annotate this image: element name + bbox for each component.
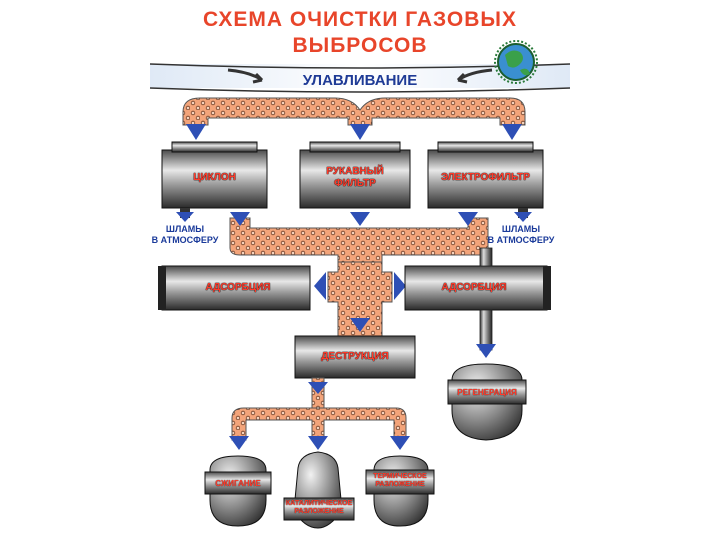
down-arrow-icon	[308, 382, 328, 394]
cyclone-label: ЦИКЛОН	[193, 172, 236, 183]
down-arrow-icon	[514, 212, 532, 222]
unit-electrofilter	[427, 141, 544, 209]
adsorption-left-label: АДСОРБЦИЯ	[205, 282, 271, 293]
bag-filter-label-line1: РУКАВНЫЙ	[326, 166, 384, 177]
capture-arrow-right-icon	[456, 68, 493, 84]
title-line-1: СХЕМА ОЧИСТКИ ГАЗОВЫХ	[203, 8, 517, 31]
unit-destruction	[294, 335, 416, 379]
catalytic-label: КАТАЛИТИЧЕСКОЕ РАЗЛОЖЕНИЕ	[284, 500, 354, 516]
down-arrow-icon	[350, 212, 370, 226]
unit-burning	[204, 455, 272, 527]
down-arrow-icon	[350, 318, 370, 332]
down-arrow-icon	[229, 436, 249, 450]
down-arrow-icon	[502, 124, 522, 140]
title-line-2: ВЫБРОСОВ	[292, 34, 428, 57]
middle-pipe	[229, 217, 489, 269]
destruction-label: ДЕСТРУКЦИЯ	[321, 351, 389, 362]
sludge-left-label: ШЛАМЫ В АТМОСФЕРУ	[140, 224, 230, 246]
left-arrow-icon	[314, 272, 326, 300]
globe-logo-icon	[494, 40, 538, 84]
unit-bag-filter	[299, 141, 411, 209]
unit-regeneration	[447, 363, 527, 441]
regeneration-label: РЕГЕНЕРАЦИЯ	[457, 388, 517, 397]
down-arrow-icon	[186, 124, 206, 140]
catalytic-label-line2: РАЗЛОЖЕНИЕ	[294, 508, 344, 515]
down-arrow-icon	[476, 344, 496, 358]
top-arrows	[186, 124, 522, 140]
adsorption-right-label: АДСОРБЦИЯ	[441, 282, 507, 293]
sludge-right-label: ШЛАМЫ В АТМОСФЕРУ	[476, 224, 566, 246]
bag-filter-label-line2: ФИЛЬТР	[334, 178, 376, 189]
down-arrow-icon	[230, 212, 250, 226]
down-arrow-icon	[176, 212, 194, 222]
sludge-left-line2: В АТМОСФЕРУ	[151, 235, 219, 245]
sludge-right-line2: В АТМОСФЕРУ	[487, 235, 555, 245]
down-arrow-icon	[458, 212, 478, 226]
thermal-label-line2: РАЗЛОЖЕНИЕ	[375, 481, 425, 488]
thermal-label-line1: ТЕРМИЧЕСКОЕ	[373, 473, 427, 480]
bag-filter-label: РУКАВНЫЙ ФИЛЬТР	[300, 166, 410, 190]
top-pipe	[182, 97, 526, 126]
unit-thermal	[365, 455, 435, 527]
unit-catalytic	[283, 451, 355, 529]
unit-cyclone	[161, 141, 268, 209]
capture-label: УЛАВЛИВАНИЕ	[302, 72, 418, 89]
capture-arrow-left-icon	[227, 68, 264, 84]
down-arrow-icon	[350, 124, 370, 140]
electrofilter-label: ЭЛЕКТРОФИЛЬТР	[441, 172, 530, 183]
sludge-left-line1: ШЛАМЫ	[165, 224, 205, 234]
capture-band	[149, 63, 571, 93]
burning-label: СЖИГАНИЕ	[215, 479, 261, 488]
down-arrow-icon	[308, 436, 328, 450]
right-arrow-icon	[394, 272, 406, 300]
sludge-right-line1: ШЛАМЫ	[501, 224, 541, 234]
unit-adsorption-left	[158, 265, 311, 311]
down-arrow-icon	[390, 436, 410, 450]
unit-adsorption-right	[404, 265, 551, 311]
thermal-label: ТЕРМИЧЕСКОЕ РАЗЛОЖЕНИЕ	[366, 473, 434, 489]
catalytic-label-line1: КАТАЛИТИЧЕСКОЕ	[285, 500, 353, 507]
